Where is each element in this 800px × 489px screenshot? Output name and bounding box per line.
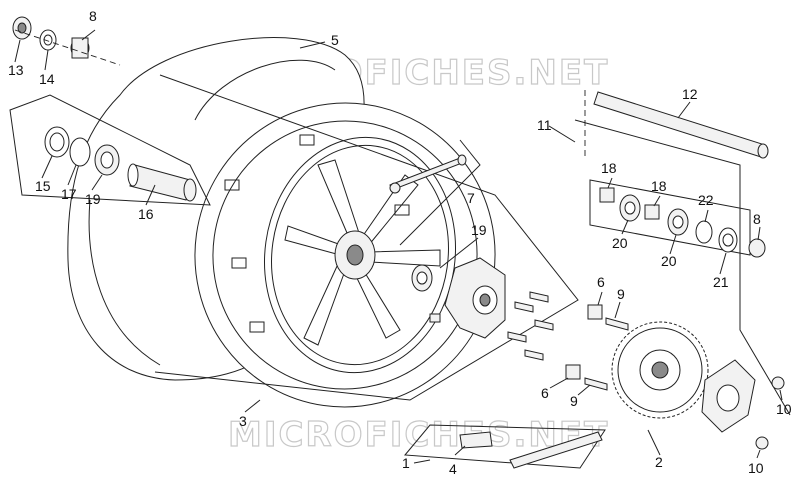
- chain: [509, 431, 603, 469]
- part-8-spacer-left: [70, 37, 90, 59]
- outline-frame: [154, 74, 579, 401]
- bolt-set-center: [429, 291, 554, 361]
- callout-20-right: 20: [661, 253, 677, 269]
- part-2-sprocket: [611, 321, 709, 419]
- part-18-spacer-b: [644, 204, 660, 220]
- callout-17: 17: [61, 186, 77, 202]
- part-8-spacer-right: [748, 238, 766, 258]
- callout-5: 5: [331, 32, 339, 48]
- callout-15: 15: [35, 178, 51, 194]
- sprocket-carrier-flange: [701, 359, 756, 433]
- part-7-bolt: [389, 154, 467, 194]
- part-12-axle: [593, 91, 769, 159]
- callout-10-top: 10: [776, 401, 792, 417]
- callout-11: 11: [537, 117, 552, 133]
- callout-7: 7: [467, 190, 475, 206]
- bearing-kit-frame: [589, 179, 751, 256]
- callout-3: 3: [239, 413, 247, 429]
- part-19-bearing-left: [94, 144, 120, 176]
- part-10-nuts: [755, 376, 785, 450]
- callout-13: 13: [8, 62, 24, 78]
- part-18-spacer-a: [599, 187, 615, 203]
- callout-20-left: 20: [612, 235, 628, 251]
- leader-7-frame: [399, 139, 481, 246]
- axis-line-left-top: [14, 29, 121, 66]
- part-20-bearing-a: [619, 194, 641, 222]
- part-4-master-link: [459, 431, 493, 449]
- callout-8-left: 8: [89, 8, 97, 24]
- part-17-circlip: [69, 137, 91, 167]
- callout-9-top: 9: [617, 286, 625, 302]
- callout-21: 21: [713, 274, 729, 290]
- part-13-nut: [12, 16, 32, 40]
- axle-frame: [574, 119, 791, 416]
- callout-6-bottom: 6: [541, 385, 549, 401]
- sprocket-bolts: [565, 304, 629, 391]
- callout-12: 12: [682, 86, 698, 102]
- callout-9-bottom: 9: [570, 393, 578, 409]
- part-14-washer: [39, 29, 57, 51]
- leader-lines: [14, 29, 783, 464]
- callout-22: 22: [698, 192, 714, 208]
- callout-6-top: 6: [597, 274, 605, 290]
- callout-14: 14: [39, 71, 55, 87]
- callout-4: 4: [449, 461, 457, 477]
- callout-1: 1: [402, 455, 410, 471]
- bearing-group-frame: [9, 94, 211, 206]
- callout-10-bottom: 10: [748, 460, 764, 476]
- callout-8-right: 8: [753, 211, 761, 227]
- part-15-seal: [44, 126, 70, 158]
- part-16-spacer-tube: [127, 163, 197, 202]
- callout-labels: 1 2 3 4 5 6 6 7 8 8 9 9 10 10 11 12 13 1…: [8, 8, 792, 477]
- part-19-bearing-center: [411, 264, 433, 292]
- callout-18-right: 18: [651, 178, 667, 194]
- part-20-bearing-b: [667, 208, 689, 236]
- cush-drive-hub: [444, 257, 506, 339]
- callout-2: 2: [655, 454, 663, 470]
- part-22-circlip: [695, 220, 713, 244]
- part-21-seal: [718, 227, 738, 253]
- callout-16: 16: [138, 206, 154, 222]
- callout-19-center: 19: [471, 222, 487, 238]
- callout-19-left: 19: [85, 191, 101, 207]
- callout-18-left: 18: [601, 160, 617, 176]
